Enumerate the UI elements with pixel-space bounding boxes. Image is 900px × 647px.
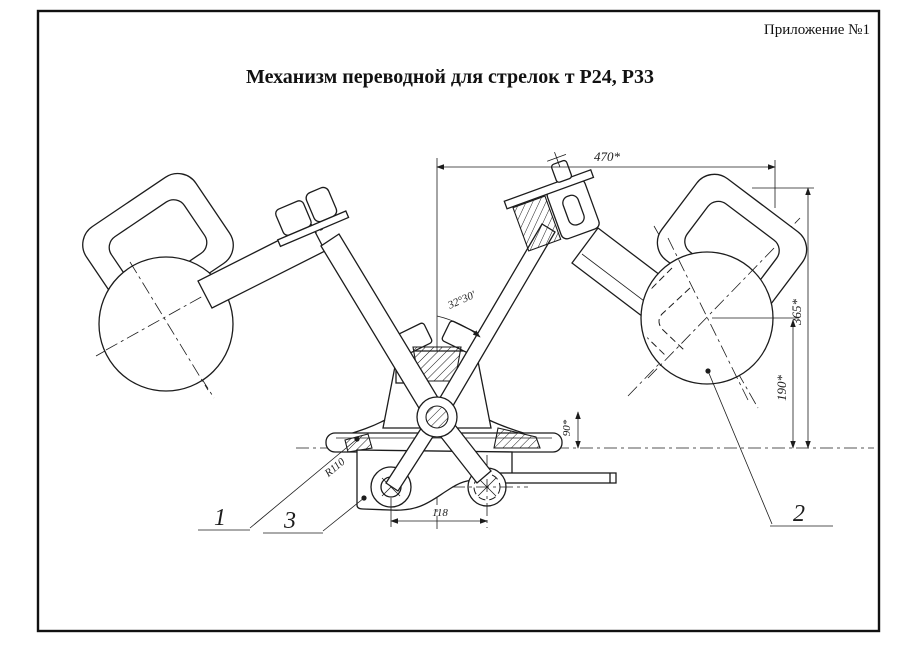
callouts: 1 3 2	[198, 368, 833, 534]
left-ball-shaft	[197, 223, 326, 309]
dim-angle: 32°30'	[445, 289, 478, 312]
appendix-label: Приложение №1	[763, 22, 870, 38]
right-lever-assembly	[571, 173, 808, 401]
dim-bottom-length: 118	[432, 507, 448, 519]
left-counterweight-ball	[98, 256, 234, 392]
right-latch-block	[503, 152, 600, 252]
dim-center-height: 90*	[561, 419, 573, 436]
dim-right-height: 365*	[789, 299, 804, 327]
dim-top-width: 470*	[594, 149, 621, 164]
dim-radius: R110	[322, 456, 348, 481]
left-latch-block	[275, 186, 350, 248]
dim-right-inner-height: 190*	[774, 375, 789, 402]
callout-1-leader	[249, 438, 358, 529]
callout-3-leader	[322, 497, 365, 532]
pivot	[416, 396, 458, 438]
callout-2: 2	[793, 501, 805, 527]
callout-3: 3	[283, 508, 296, 534]
left-lever-arm	[320, 233, 447, 424]
right-handle-hidden-lines	[644, 267, 691, 357]
left-lever-assembly	[82, 172, 350, 392]
base-rib-hatch-left	[344, 433, 373, 453]
base-rib-hatch	[493, 427, 541, 449]
page-title: Механизм переводной для стрелок т Р24, Р…	[245, 66, 654, 88]
sheet-border	[36, 9, 881, 633]
throw-rod	[497, 472, 617, 484]
callout-2-leader	[707, 370, 773, 525]
callout-1: 1	[214, 505, 226, 531]
